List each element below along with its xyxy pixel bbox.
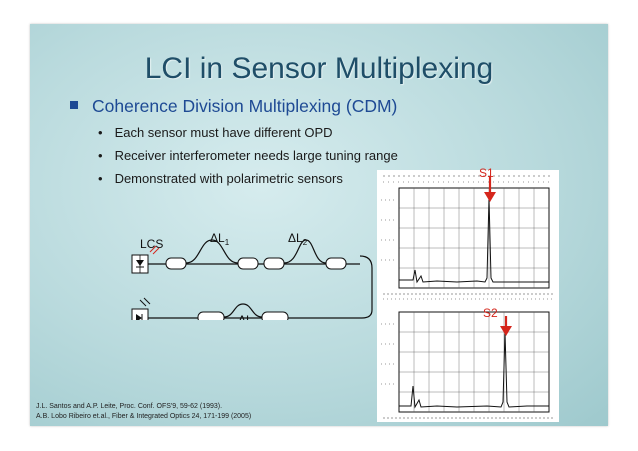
delta-lr-label: ΔLR bbox=[238, 313, 259, 320]
trace-panel-bottom bbox=[381, 311, 553, 419]
sensor-diagram: LCS ΔL1 ΔL2 bbox=[131, 231, 373, 320]
reference-2: A.B. Lobo Ribeiro et.al., Fiber & Integr… bbox=[36, 413, 252, 420]
references: J.L. Santos and A.P. Leite, Proc. Conf. … bbox=[36, 402, 251, 422]
coupler bbox=[263, 257, 285, 270]
slide-title: LCI in Sensor Multiplexing bbox=[144, 52, 494, 85]
detection-arrows-icon bbox=[139, 297, 151, 307]
delta-l2-label: ΔL2 bbox=[288, 231, 308, 247]
sub-bullet-2: • Receiver interferometer needs large tun… bbox=[98, 148, 398, 163]
reference-1: J.L. Santos and A.P. Leite, Proc. Conf. … bbox=[36, 403, 223, 410]
source-label: LCS bbox=[140, 237, 163, 251]
sub-bullet-text: Each sensor must have different OPD bbox=[114, 125, 333, 140]
slide: LCI in Sensor Multiplexing Coherence Div… bbox=[30, 24, 608, 426]
main-bullet: Coherence Division Multiplexing (CDM) bbox=[70, 96, 397, 117]
receiver-arm bbox=[223, 303, 263, 318]
coupler bbox=[165, 257, 187, 270]
coupler bbox=[237, 257, 259, 270]
dot-bullet-icon: • bbox=[98, 125, 103, 140]
sensor-2-arm bbox=[283, 239, 327, 264]
s1-arrow-icon bbox=[484, 176, 496, 202]
main-bullet-text: Coherence Division Multiplexing (CDM) bbox=[92, 96, 398, 116]
coupler bbox=[261, 311, 289, 320]
sub-bullet-text: Receiver interferometer needs large tuni… bbox=[114, 148, 398, 163]
s2-arrow-icon bbox=[500, 316, 512, 336]
led-source-icon bbox=[131, 254, 149, 274]
coupler bbox=[325, 257, 347, 270]
square-bullet-icon bbox=[70, 101, 78, 110]
s1-label: S1 bbox=[479, 166, 494, 180]
s2-label: S2 bbox=[483, 306, 498, 320]
sub-bullet-1: • Each sensor must have different OPD bbox=[98, 125, 333, 140]
dot-bullet-icon: • bbox=[98, 148, 103, 163]
emission-arrows-icon bbox=[149, 245, 160, 255]
sub-bullet-3: • Demonstrated with polarimetric sensors bbox=[98, 171, 343, 186]
sensor-1-arm bbox=[185, 239, 239, 264]
photodetector-icon bbox=[131, 308, 149, 320]
trace-panel-top bbox=[381, 175, 553, 300]
sub-bullet-text: Demonstrated with polarimetric sensors bbox=[114, 171, 343, 186]
oscilloscope-traces-image: S1 S2 bbox=[377, 166, 559, 422]
delta-l1-label: ΔL1 bbox=[210, 231, 230, 247]
dot-bullet-icon: • bbox=[98, 171, 103, 186]
coupler bbox=[197, 311, 225, 320]
